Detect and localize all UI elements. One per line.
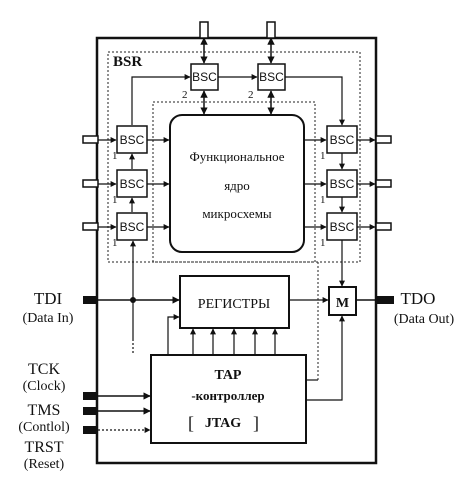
tap-jtag: JTAG (205, 416, 241, 431)
pin-trst (83, 426, 98, 434)
svg-text:BSC: BSC (120, 133, 145, 147)
pin-right-2 (375, 179, 392, 188)
bsc-left-1: BSC (116, 125, 148, 154)
pin-left-2 (82, 179, 99, 188)
core-line-1: Функциональное (189, 149, 284, 164)
pin-right-3 (375, 222, 392, 231)
bsr-chain-inner (152, 101, 316, 263)
label-tdi-sub: (Data In) (23, 311, 74, 326)
core-line-2: ядро (224, 178, 250, 193)
pin-tdi (83, 296, 98, 304)
chip-label: BSR (113, 54, 142, 70)
tap-title: TAP (215, 368, 242, 383)
pin-left-3 (82, 222, 99, 231)
pin-tms (83, 407, 98, 415)
label-tdi: TDI (34, 289, 63, 308)
label-tms-sub: (Contlol) (18, 420, 70, 435)
svg-text:BSC: BSC (120, 177, 145, 191)
svg-text:BSC: BSC (259, 70, 284, 84)
mux-label: M (336, 296, 349, 311)
label-trst-sub: (Reset) (24, 457, 65, 472)
bsr-chain-outer (107, 51, 361, 263)
svg-text:2: 2 (248, 89, 254, 101)
pin-top-1 (199, 21, 209, 39)
pin-tdo (377, 296, 394, 304)
svg-text:1: 1 (112, 150, 118, 162)
svg-text:BSC: BSC (330, 220, 355, 234)
svg-text:BSC: BSC (330, 177, 355, 191)
bsc-right-3: BSC (326, 212, 358, 241)
pin-right-1 (375, 135, 392, 144)
svg-text:2: 2 (182, 89, 188, 101)
svg-text:1: 1 (320, 237, 326, 249)
registers-block (179, 275, 290, 329)
svg-text:BSC: BSC (192, 70, 217, 84)
label-tdo: TDO (401, 289, 436, 308)
multiplexer (328, 286, 357, 316)
pin-tck (83, 392, 98, 400)
pin-left-1 (82, 135, 99, 144)
bsc-right-2: BSC (326, 169, 358, 198)
functional-core (169, 114, 305, 253)
label-tck: TCK (28, 361, 60, 378)
svg-text:BSC: BSC (120, 220, 145, 234)
bsc-top-1: BSC (190, 63, 219, 91)
label-tdo-sub: (Data Out) (394, 312, 455, 327)
bsc-right-1: BSC (326, 125, 358, 154)
svg-text:1: 1 (112, 194, 118, 206)
svg-text:BSC: BSC (330, 133, 355, 147)
svg-text:1: 1 (112, 237, 118, 249)
tap-bracket-left: [ (188, 413, 194, 433)
core-line-3: микросхемы (202, 206, 272, 221)
bsc-top-2: BSC (257, 63, 286, 91)
tap-bracket-right: ] (253, 413, 259, 433)
registers-label: РЕГИСТРЫ (198, 297, 270, 312)
bsc-left-2: BSC (116, 169, 148, 198)
tap-controller (150, 354, 307, 444)
label-tms: TMS (28, 402, 61, 419)
bsc-left-3: BSC (116, 212, 148, 241)
svg-text:1: 1 (320, 150, 326, 162)
svg-text:1: 1 (320, 194, 326, 206)
label-trst: TRST (24, 439, 63, 456)
tap-subtitle: -контроллер (191, 388, 264, 403)
pin-top-2 (266, 21, 276, 39)
chip-outline (95, 36, 378, 465)
label-tck-sub: (Clock) (23, 379, 66, 394)
